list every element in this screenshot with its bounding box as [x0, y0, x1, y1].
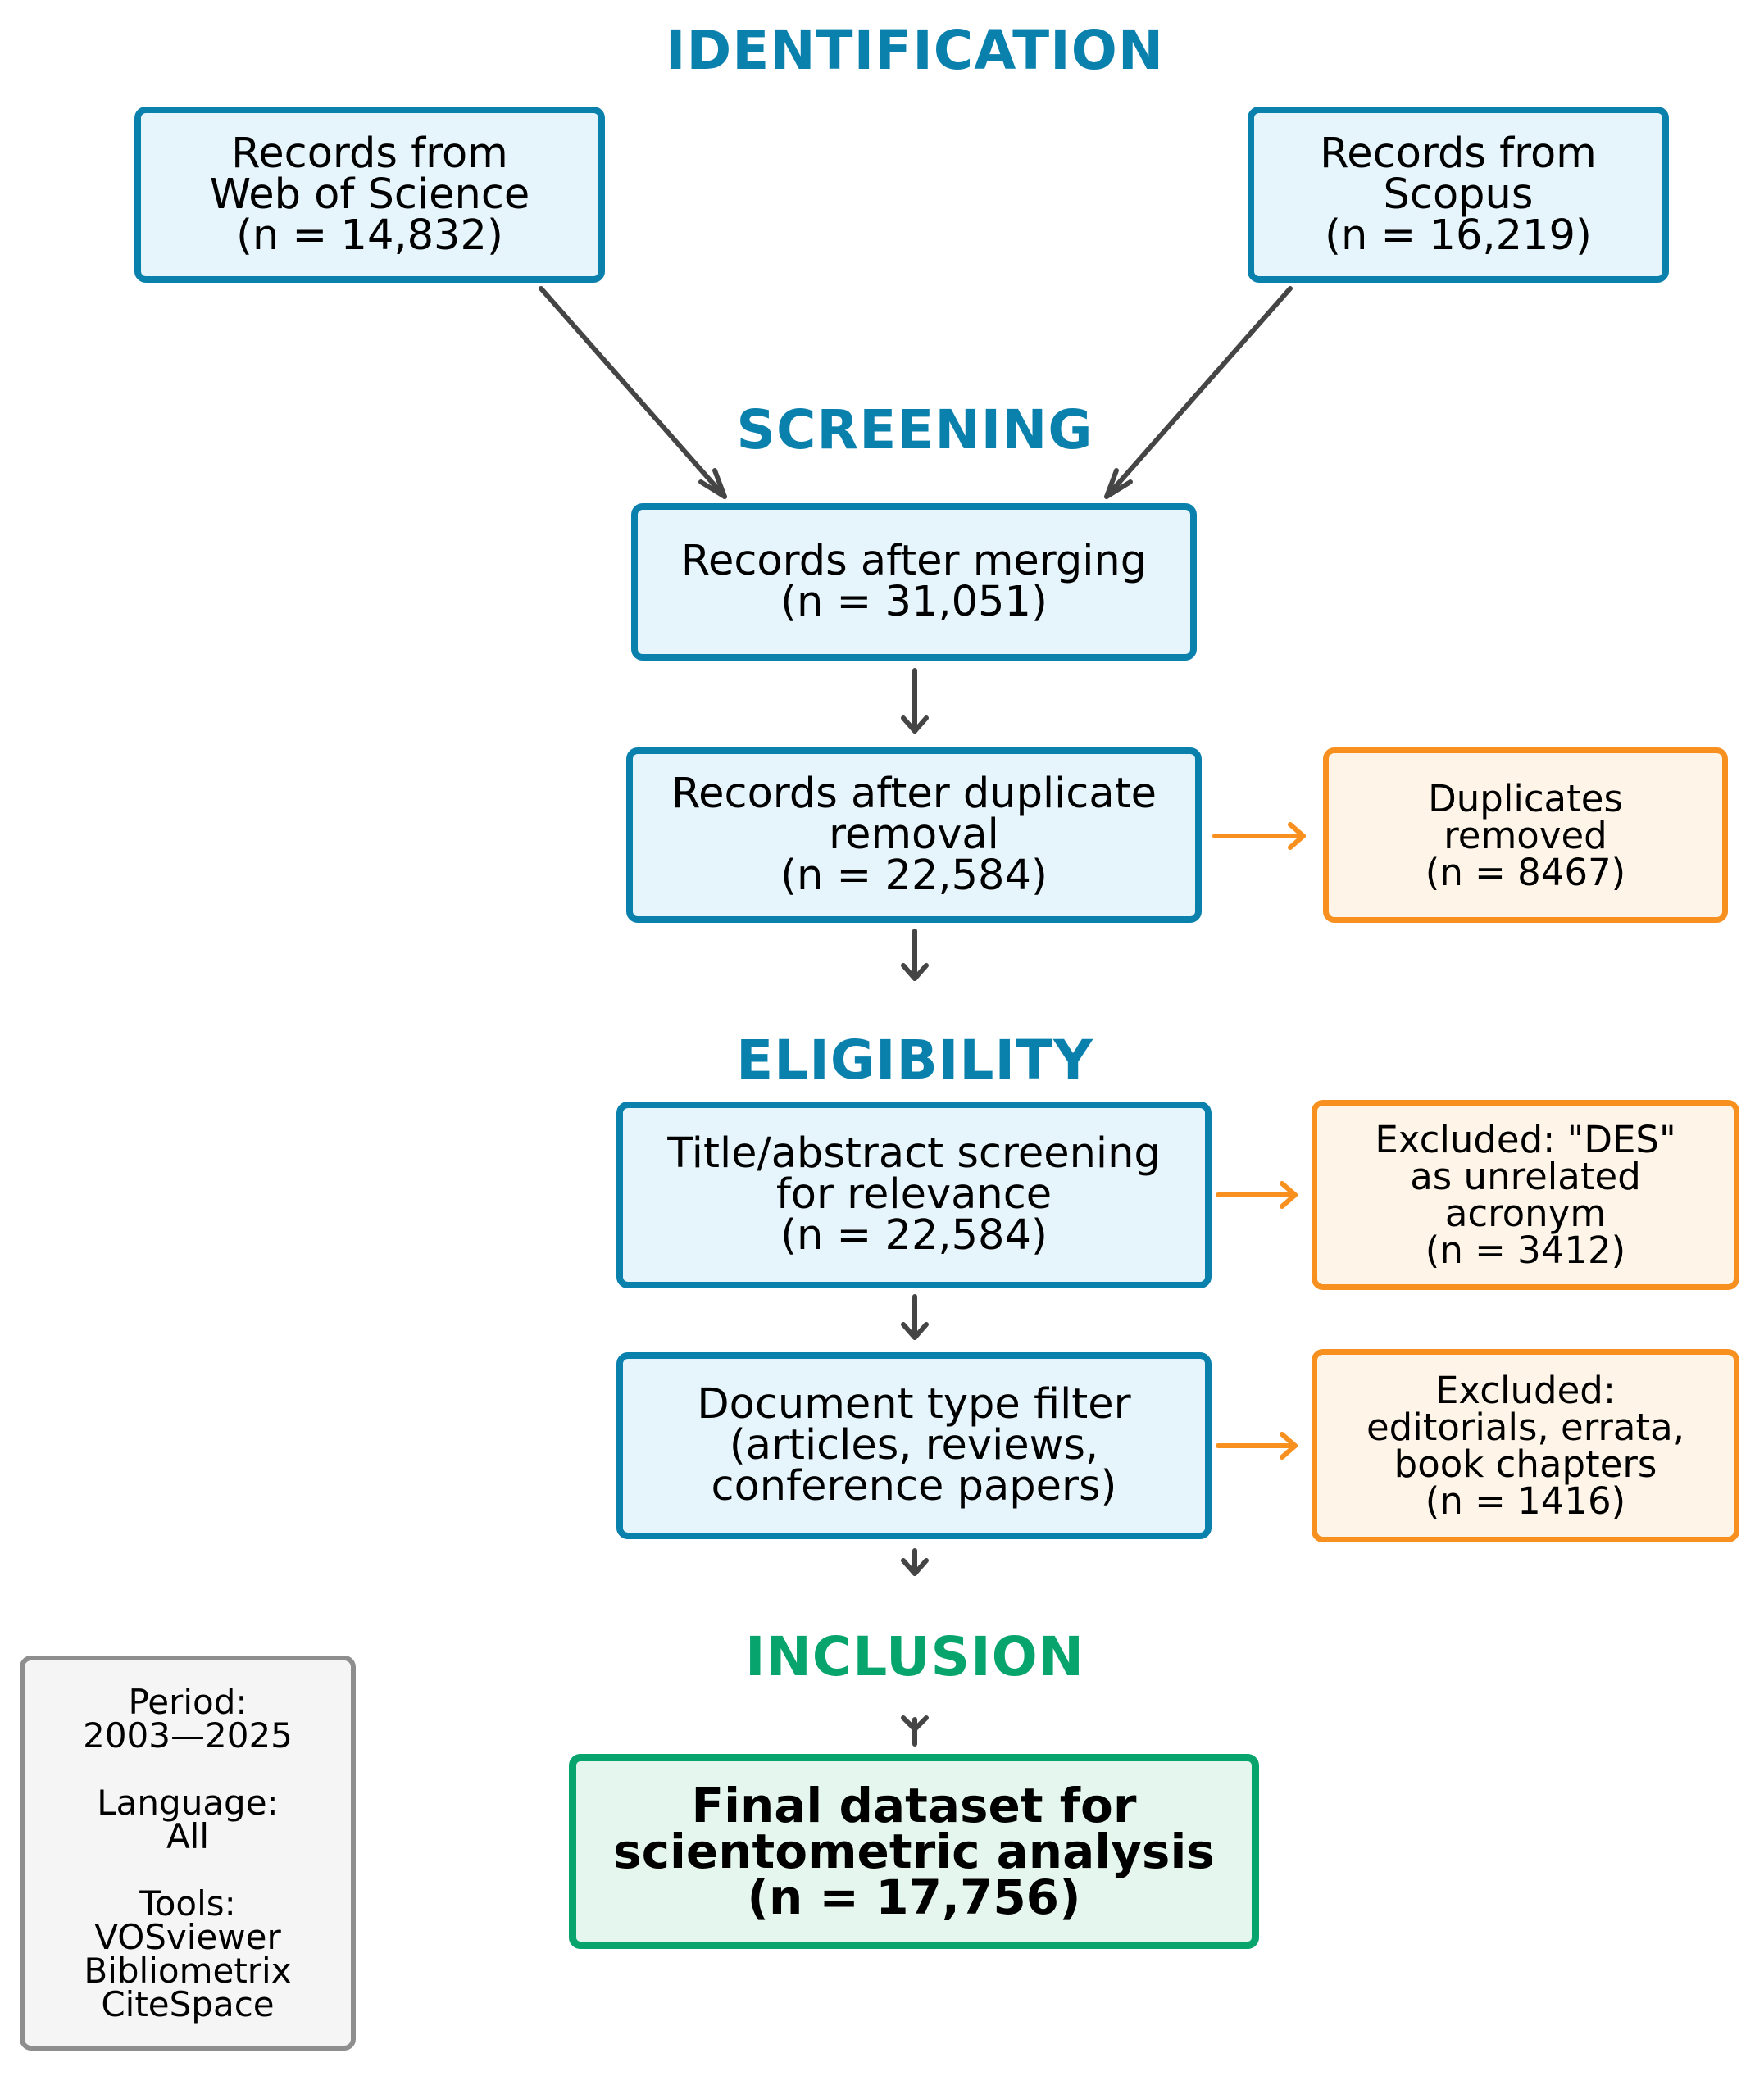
- box-text-line: Document type filter: [697, 1380, 1131, 1429]
- box-text-line: Records after merging: [680, 537, 1148, 585]
- arrow-title-to-excluded-des: [1216, 1181, 1298, 1209]
- arrow-dedup-to-eligibility: [901, 929, 929, 981]
- box-text-line: editorials, errata,: [1366, 1406, 1685, 1449]
- box-text-line: Language:: [97, 1783, 279, 1823]
- box-text-line: (n = 22,584): [780, 1211, 1048, 1260]
- arrow-doctype-to-excluded-doc: [1216, 1432, 1298, 1460]
- box-text-line: Scopus: [1383, 170, 1534, 219]
- box-text-line: conference papers): [711, 1462, 1117, 1510]
- box-text-line: (n = 14,832): [236, 211, 503, 260]
- box-excluded-document-types: Excluded:editorials, errata,book chapter…: [1312, 1349, 1739, 1542]
- box-text-line: as unrelated: [1410, 1155, 1641, 1198]
- box-text-line: (n = 31,051): [780, 578, 1048, 626]
- box-text-line: All: [166, 1816, 210, 1856]
- box-records-after-merging: Records after merging(n = 31,051): [631, 503, 1197, 661]
- box-text-line: 2003—2025: [83, 1715, 293, 1756]
- box-text-line: scientometric analysis: [613, 1824, 1215, 1879]
- box-text-line: removal: [829, 811, 999, 859]
- box-text-line: Title/abstract screening: [667, 1129, 1161, 1178]
- heading-screening: SCREENING: [736, 398, 1093, 461]
- arrow-inclusion-to-final: [901, 1715, 929, 1747]
- box-text-line: Records from: [231, 129, 508, 178]
- heading-inclusion: INCLUSION: [745, 1625, 1084, 1688]
- box-text-line: Final dataset for: [691, 1778, 1137, 1833]
- box-text-line: book chapters: [1393, 1442, 1657, 1486]
- box-text-line: for relevance: [775, 1170, 1052, 1219]
- box-text-line: removed: [1443, 813, 1607, 857]
- box-text-line: Records from: [1320, 129, 1597, 178]
- box-text-line: Tools:: [139, 1883, 236, 1924]
- box-study-parameters: Period:2003—2025 Language:All Tools:VOSv…: [20, 1656, 356, 2051]
- box-document-type-filter: Document type filter(articles, reviews,c…: [616, 1352, 1212, 1539]
- box-text-line: Web of Science: [209, 170, 530, 219]
- box-text-line: (n = 16,219): [1325, 211, 1592, 260]
- box-text-line: (n = 22,584): [780, 852, 1048, 900]
- arrow-wos-to-merged: [539, 286, 727, 499]
- arrow-scopus-to-merged: [1104, 286, 1293, 499]
- arrow-merged-to-dedup: [901, 668, 929, 734]
- box-text-line: (n = 1416): [1425, 1479, 1626, 1523]
- box-text-line: Records after duplicate: [671, 770, 1157, 818]
- box-text-line: (n = 17,756): [747, 1869, 1081, 1925]
- box-text-line: Duplicates: [1428, 776, 1623, 820]
- heading-identification: IDENTIFICATION: [665, 19, 1165, 82]
- box-text-line: VOSviewer: [94, 1917, 281, 1957]
- box-text-line: Bibliometrix: [84, 1951, 292, 1991]
- box-text-line: acronym: [1444, 1192, 1607, 1235]
- arrow-doctype-to-inclusion: [901, 1548, 929, 1576]
- box-text-line: CiteSpace: [101, 1984, 275, 2024]
- box-text-line: (articles, reviews,: [729, 1421, 1099, 1469]
- heading-eligibility: ELIGIBILITY: [736, 1029, 1093, 1092]
- box-text-line: Excluded:: [1434, 1369, 1616, 1412]
- arrow-title-to-doctype: [901, 1294, 929, 1340]
- arrow-dedup-to-duplicates: [1212, 822, 1306, 850]
- box-text-line: Period:: [128, 1682, 248, 1722]
- box-text-line: (n = 8467): [1425, 850, 1626, 894]
- box-text-line: Excluded: "DES": [1375, 1118, 1676, 1161]
- box-text-line: (n = 3412): [1425, 1229, 1626, 1272]
